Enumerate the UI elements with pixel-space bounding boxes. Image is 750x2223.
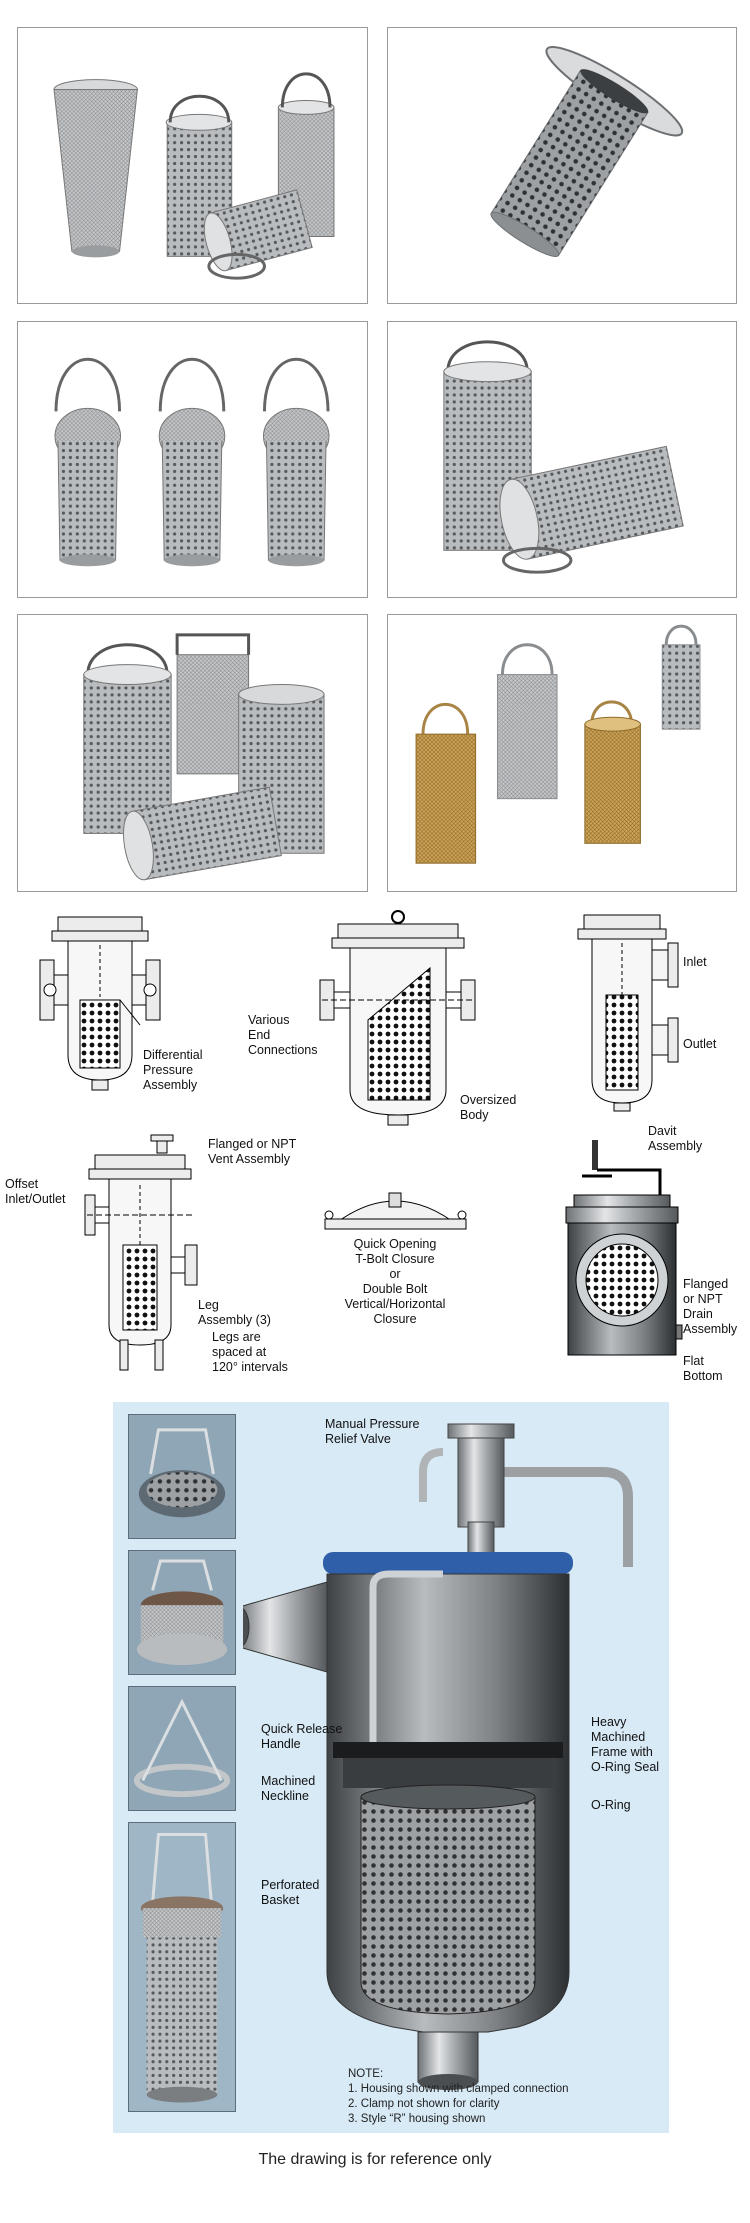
label-line: Flanged: [683, 1277, 729, 1291]
label-quick-opening-closure: Quick Opening T-Bolt Closure or Double B…: [315, 1237, 475, 1327]
label-inlet: Inlet: [683, 955, 707, 969]
label-line: Manual Pressure: [325, 1417, 420, 1431]
photo-three-bail-baskets: [17, 321, 368, 598]
diagram-quick-opening-closure: [323, 1185, 468, 1230]
label-line: Davit: [648, 1124, 677, 1138]
label-line: Differential: [143, 1048, 203, 1062]
thumb-full-basket: [128, 1822, 236, 2112]
label-flat-bottom: Flat Bottom: [683, 1354, 723, 1384]
label-line: Various: [248, 1013, 290, 1027]
label-vent-assembly: Flanged or NPT Vent Assembly: [208, 1137, 296, 1167]
label-line: Pressure: [143, 1063, 194, 1077]
note-item: 1. Housing shown with clamped connection: [348, 2083, 569, 2095]
note-item: 3. Style “R” housing shown: [348, 2113, 486, 2125]
label-line: or NPT: [683, 1292, 723, 1306]
label-line: Assembly: [683, 1322, 738, 1336]
label-line: Vent Assembly: [208, 1152, 290, 1166]
photo-flanged-basket: [387, 27, 737, 304]
label-line: Machined: [261, 1774, 316, 1788]
label-quick-release-handle: Quick Release Handle: [261, 1722, 342, 1752]
thumb-basket-collar: [128, 1550, 236, 1675]
thumb-frame-handle: [128, 1686, 236, 1811]
label-line: Quick Release: [261, 1722, 343, 1736]
label-machined-frame: Heavy Machined Frame with O-Ring Seal: [591, 1715, 659, 1775]
reference-caption: The drawing is for reference only: [258, 2151, 492, 2168]
label-line: or: [389, 1267, 401, 1281]
label-line: Basket: [261, 1893, 300, 1907]
label-line: Vertical/Horizontal: [344, 1297, 446, 1311]
label-line: Double Bolt: [362, 1282, 428, 1296]
label-line: O-Ring Seal: [591, 1760, 660, 1774]
label-line: Flat: [683, 1354, 704, 1368]
label-line: spaced at: [212, 1345, 267, 1359]
thumb-basket-rim: [128, 1414, 236, 1539]
label-line: Assembly (3): [198, 1313, 271, 1327]
label-line: Relief Valve: [325, 1432, 391, 1446]
diagram-davit-drain: [552, 1140, 683, 1365]
label-leg-assembly: Leg Assembly (3): [198, 1298, 271, 1328]
label-line: Connections: [248, 1043, 318, 1057]
label-oversized-body: Oversized Body: [460, 1093, 516, 1123]
label-line: 120° intervals: [212, 1360, 288, 1374]
label-line: Oversized: [460, 1093, 517, 1107]
label-o-ring: O-Ring: [591, 1798, 631, 1812]
label-line: Body: [460, 1108, 489, 1122]
label-line: Handle: [261, 1737, 301, 1751]
label-line: Bottom: [683, 1369, 723, 1383]
label-line: Assembly: [648, 1139, 703, 1153]
label-line: Frame with: [591, 1745, 653, 1759]
note-item: 2. Clamp not shown for clarity: [348, 2098, 500, 2110]
photo-brass-and-steel-baskets: [387, 614, 737, 892]
label-line: Drain: [683, 1307, 713, 1321]
photo-four-baskets: [17, 614, 368, 892]
diagram-offset-leg-assembly: [84, 1134, 200, 1375]
label-perforated-basket: Perforated Basket: [261, 1878, 319, 1908]
label-line: End: [248, 1028, 271, 1042]
photo-assorted-baskets: [17, 27, 368, 304]
label-line: Quick Opening: [353, 1237, 437, 1251]
label-line: Closure: [373, 1312, 417, 1326]
label-differential-pressure: Differential Pressure Assembly: [143, 1048, 203, 1093]
label-offset-inlet-outlet: Offset Inlet/Outlet: [5, 1177, 65, 1207]
label-line: T-Bolt Closure: [355, 1252, 435, 1266]
label-line: Offset: [5, 1177, 39, 1191]
label-davit-assembly: Davit Assembly: [648, 1124, 702, 1154]
note-title: NOTE:: [348, 2068, 384, 2080]
note-block: NOTE: 1. Housing shown with clamped conn…: [348, 2067, 569, 2127]
photo-two-baskets: [387, 321, 737, 598]
diagram-oversized-body: [319, 910, 476, 1130]
label-legs-spacing: Legs are spaced at 120° intervals: [212, 1330, 288, 1375]
cutaway-illustration: Manual Pressure Relief Valve Quick Relea…: [113, 1402, 669, 2133]
diagram-differential-pressure: [39, 905, 161, 1100]
label-line: Perforated: [261, 1878, 320, 1892]
label-various-end-connections: Various End Connections: [248, 1013, 318, 1058]
label-line: Leg: [198, 1298, 219, 1312]
label-line: Heavy: [591, 1715, 627, 1729]
label-outlet: Outlet: [683, 1037, 717, 1051]
label-machined-neckline: Machined Neckline: [261, 1774, 315, 1804]
label-line: Assembly: [143, 1078, 198, 1092]
diagram-inlet-outlet: [577, 905, 686, 1115]
label-drain-assembly: Flanged or NPT Drain Assembly: [683, 1277, 737, 1337]
label-line: Inlet/Outlet: [5, 1192, 66, 1206]
label-relief-valve: Manual Pressure Relief Valve: [325, 1417, 420, 1447]
label-line: Machined: [591, 1730, 646, 1744]
label-line: Flanged or NPT: [208, 1137, 297, 1151]
label-line: Legs are: [212, 1330, 261, 1344]
label-line: Neckline: [261, 1789, 309, 1803]
strainer-cutaway: [243, 1423, 633, 2090]
